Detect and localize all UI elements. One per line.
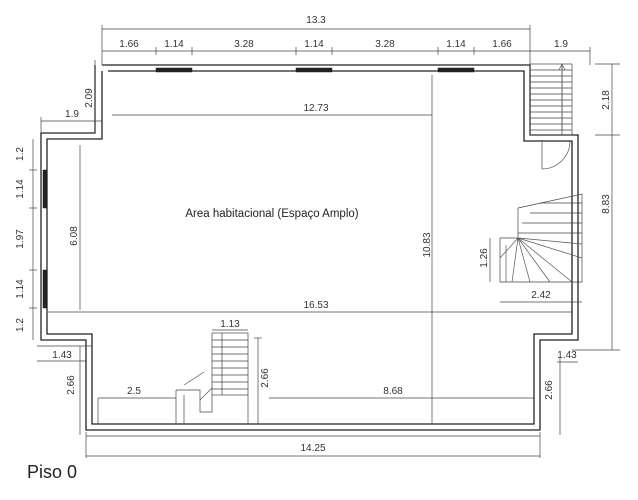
windows — [42, 67, 475, 309]
dim-bottom-left-width: 2.5 — [127, 386, 141, 397]
dim-stair-width: 2.42 — [531, 290, 551, 301]
dim-top-total: 13.3 — [306, 15, 326, 26]
dimension-labels: 13.3 1.66 1.14 3.28 1.14 3.28 1.14 1.66 … — [15, 15, 612, 454]
dim-top-seg3: 3.28 — [234, 39, 254, 50]
dim-left-seg2: 1.14 — [15, 179, 26, 199]
dim-top-seg1: 1.66 — [119, 39, 139, 50]
dim-top-seg6: 1.14 — [446, 39, 466, 50]
dim-left-seg4: 1.14 — [15, 279, 26, 299]
dim-left-seg1: 1.2 — [15, 147, 26, 161]
dim-right-top: 2.18 — [601, 90, 612, 110]
dim-stair-bottom-width: 1.13 — [220, 319, 240, 330]
interior-lines — [48, 75, 572, 425]
dim-stair-bottom-height: 2.66 — [260, 368, 271, 388]
dim-bottom-right-width: 8.68 — [383, 386, 403, 397]
dim-top-right: 1.9 — [554, 39, 568, 50]
door-swing — [541, 140, 571, 170]
dim-bottom-total: 14.25 — [300, 443, 325, 454]
dim-right-bottom-vertical: 2.66 — [544, 380, 555, 400]
dim-right-total: 8.83 — [601, 194, 612, 214]
dim-inner-height-left: 6.08 — [69, 226, 80, 246]
dimension-lines — [29, 25, 620, 458]
dim-inner-width-mid: 16.53 — [303, 300, 328, 311]
dim-left-bottom-vertical: 2.66 — [66, 375, 77, 395]
dim-left-top-horizontal: 1.9 — [65, 109, 79, 120]
dim-right-bottom-horizontal: 1.43 — [557, 350, 577, 361]
dim-stair-height: 1.26 — [479, 248, 490, 268]
dim-left-bottom-horizontal: 1.43 — [52, 350, 72, 361]
floor-caption: Piso 0 — [27, 462, 78, 482]
staircase-bottom — [176, 332, 249, 424]
dim-top-seg2: 1.14 — [164, 39, 184, 50]
dim-top-seg7: 1.66 — [492, 39, 512, 50]
staircase-right — [499, 193, 583, 283]
outer-wall — [40, 64, 579, 431]
staircase-top — [529, 63, 573, 136]
dim-top-seg5: 3.28 — [375, 39, 395, 50]
dim-left-seg5: 1.2 — [15, 318, 26, 332]
dim-top-seg4: 1.14 — [304, 39, 324, 50]
dim-left-seg3: 1.97 — [15, 229, 26, 249]
dim-inner-height-center: 10.83 — [422, 232, 433, 257]
room-label: Area habitacional (Espaço Amplo) — [185, 208, 358, 220]
dim-inner-width-top: 12.73 — [303, 103, 328, 114]
dim-left-top-vertical: 2.09 — [84, 88, 95, 108]
